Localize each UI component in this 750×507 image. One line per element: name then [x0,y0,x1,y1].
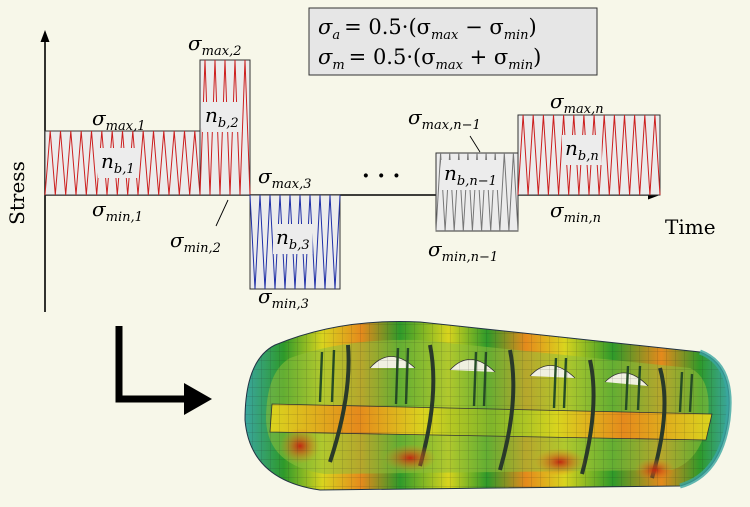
sigma-max-n: σmax,n [550,89,604,117]
n-b-3: nb,3 [276,225,310,253]
sigma-min-n-1: σmin,n−1 [428,237,498,265]
label-background [562,135,602,165]
cycle-zigzag [199,59,251,196]
ellipsis: · · · [362,163,400,189]
block-labels: σmax,1 nb,1 σmin,1 σmax,2 nb,2 σmin,2 σm… [92,31,604,312]
n-b-n: nb,n [565,136,599,164]
sigma-max-3: σmax,3 [258,164,311,192]
x-axis-label: Time [665,215,716,239]
right-angle-arrow-icon [115,326,212,415]
n-b-1: nb,1 [101,149,135,177]
formula-mean: σm= 0.5·(σmax + σmin) [318,45,541,73]
sigma-min-1: σmin,1 [92,197,143,225]
sigma-max-n-1-leader [469,135,481,153]
sigma-min-n: σmin,n [550,198,601,226]
formula-box: σa= 0.5·(σmax − σmin) σm= 0.5·(σmax + σm… [308,7,598,76]
label-background [441,160,500,190]
n-b-2: nb,2 [205,103,239,131]
sigma-min-2: σmin,2 [170,228,221,256]
sigma-max-2: σmax,2 [188,31,241,59]
cycle-zigzag [44,130,201,196]
formula-amplitude: σa= 0.5·(σmax − σmin) [318,15,537,43]
cycle-zigzag [517,114,661,196]
label-background [202,102,242,132]
y-axis-label: Stress [5,161,29,225]
sigma-max-1: σmax,1 [92,106,145,134]
sigma-min-2-leader [215,199,229,227]
label-background [98,148,138,178]
sigma-min-3: σmin,3 [258,284,309,312]
fuselage-fem-model [244,321,732,491]
cycle-zigzag [249,194,341,290]
cycle-zigzag [435,152,519,232]
label-background [273,224,313,254]
sigma-max-n-1: σmax,n−1 [408,105,481,133]
n-b-n-1: nb,n−1 [444,161,497,189]
